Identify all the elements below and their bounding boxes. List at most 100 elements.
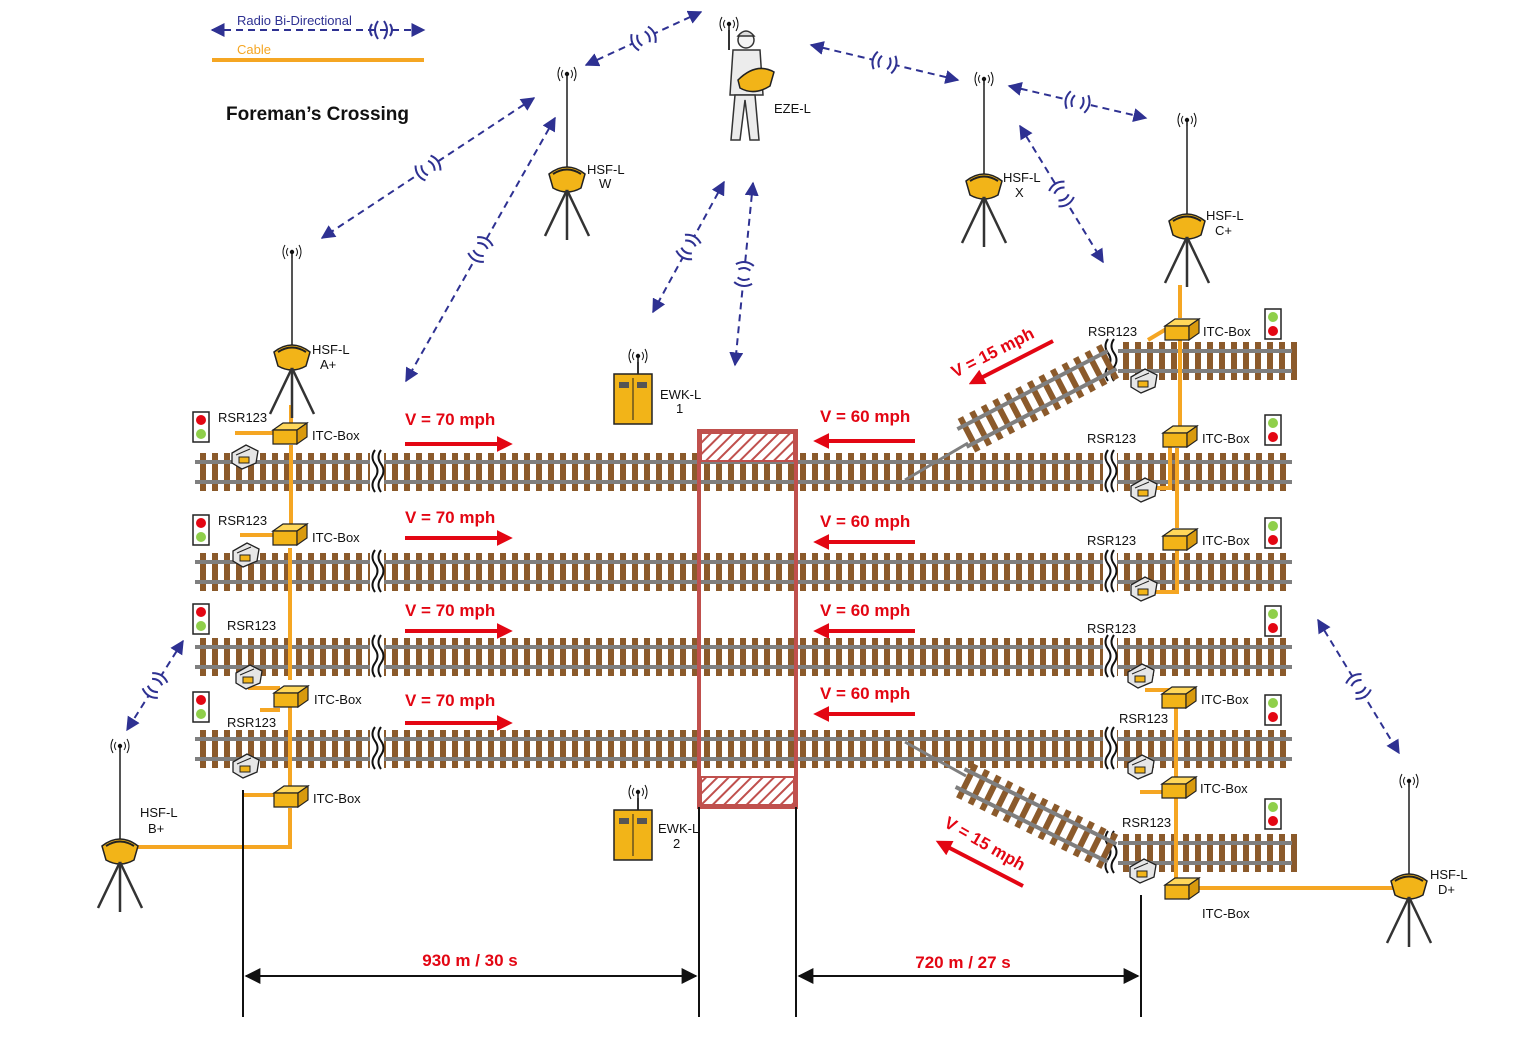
sleeper — [1183, 342, 1189, 380]
signal-lamp-top — [196, 695, 206, 705]
sleeper — [680, 638, 686, 676]
sleeper — [248, 553, 254, 591]
hsf-a-label-line1: HSF-L — [312, 342, 350, 357]
radio-wave-arc — [877, 55, 883, 68]
sleeper — [476, 453, 482, 491]
sleeper — [980, 730, 986, 768]
radio-wave-arc — [1058, 196, 1075, 208]
sleeper — [500, 730, 506, 768]
sleeper — [992, 398, 1016, 435]
sleeper — [1135, 342, 1141, 380]
sleeper — [524, 730, 530, 768]
sleeper — [1232, 730, 1238, 768]
signal-lamp-top — [196, 607, 206, 617]
switch-rail-lower — [904, 740, 967, 778]
sleeper — [548, 453, 554, 491]
sleeper — [548, 638, 554, 676]
sleeper — [620, 638, 626, 676]
radio-wave-arc — [737, 276, 751, 281]
sleeper — [260, 453, 266, 491]
sleeper — [812, 453, 818, 491]
sleeper — [1280, 638, 1286, 676]
radio-wave-bg — [1063, 89, 1092, 115]
sleeper — [1280, 730, 1286, 768]
sleeper — [968, 638, 974, 676]
sleeper — [620, 730, 626, 768]
hsf-d-tripod-icon — [1385, 773, 1433, 947]
sleeper — [944, 553, 950, 591]
sleeper — [969, 410, 993, 447]
itc-side — [1185, 685, 1197, 710]
sleeper — [824, 638, 830, 676]
sleeper — [632, 453, 638, 491]
sleeper — [1088, 453, 1094, 491]
sleeper — [524, 453, 530, 491]
main-track-2 — [195, 553, 1292, 591]
ewk-2-cabinet-icon — [613, 784, 653, 861]
sleeper — [1002, 786, 1025, 823]
itc-side — [1188, 876, 1200, 901]
sleeper — [1207, 342, 1213, 380]
sleeper — [212, 453, 218, 491]
track-break-line — [371, 449, 379, 493]
radio-wave-arc — [477, 242, 489, 250]
sleeper — [584, 553, 590, 591]
sleeper — [1244, 553, 1250, 591]
sleeper — [1135, 834, 1141, 872]
sleeper — [1148, 453, 1154, 491]
radio-wave-arc — [886, 57, 892, 70]
sleeper — [896, 553, 902, 591]
sleeper — [1060, 814, 1084, 852]
track-break-line — [1104, 449, 1112, 493]
antenna-wave — [644, 784, 648, 800]
radio-wave-arc — [146, 685, 158, 694]
signal-icon — [192, 514, 210, 546]
sleeper — [1038, 374, 1062, 411]
sleeper — [836, 638, 842, 676]
sleeper — [991, 780, 1014, 818]
sleeper — [404, 730, 410, 768]
sleeper — [320, 638, 326, 676]
main-track-4 — [195, 730, 1292, 768]
sleeper — [908, 638, 914, 676]
sleeper — [1160, 638, 1166, 676]
speed-label-track-4-right: V = 60 mph — [820, 684, 910, 703]
sleeper — [692, 730, 698, 768]
radio-wave-bg — [628, 24, 659, 53]
itc-side — [1186, 527, 1198, 552]
sleeper — [260, 730, 266, 768]
signal-lamp-top — [196, 518, 206, 528]
sleeper — [944, 730, 950, 768]
rsr-sensor-icon — [1130, 368, 1158, 394]
switch-rail-upper — [904, 441, 969, 482]
rsr-tag — [1137, 380, 1149, 388]
itc-front — [1162, 535, 1188, 551]
itc-box-icon — [1163, 317, 1201, 342]
sleeper — [1064, 730, 1070, 768]
sleeper — [944, 453, 950, 491]
sleeper — [920, 553, 926, 591]
sleeper — [404, 553, 410, 591]
rsr-sensor-icon — [1127, 663, 1155, 689]
measure-right-label: 720 m / 27 s — [915, 953, 1010, 972]
sleeper — [416, 553, 422, 591]
sleeper — [512, 453, 518, 491]
sleeper — [716, 638, 722, 676]
hsf-x-label-line1: HSF-L — [1003, 170, 1041, 185]
antenna-tip — [635, 353, 641, 359]
sleeper — [884, 453, 890, 491]
sleeper — [608, 553, 614, 591]
radio-links — [126, 10, 1400, 755]
hsf-w-label-line1: HSF-L — [587, 162, 625, 177]
antenna-wave — [1415, 773, 1419, 789]
sleeper — [908, 453, 914, 491]
sleeper — [1279, 834, 1285, 872]
sleeper — [632, 638, 638, 676]
rsr-label-right-6: RSR123 — [1122, 815, 1171, 830]
sleeper — [1160, 730, 1166, 768]
sleeper — [356, 638, 362, 676]
signal-lamp-bottom — [1268, 326, 1278, 336]
sleeper — [980, 638, 986, 676]
sleeper — [572, 730, 578, 768]
sleeper — [428, 638, 434, 676]
